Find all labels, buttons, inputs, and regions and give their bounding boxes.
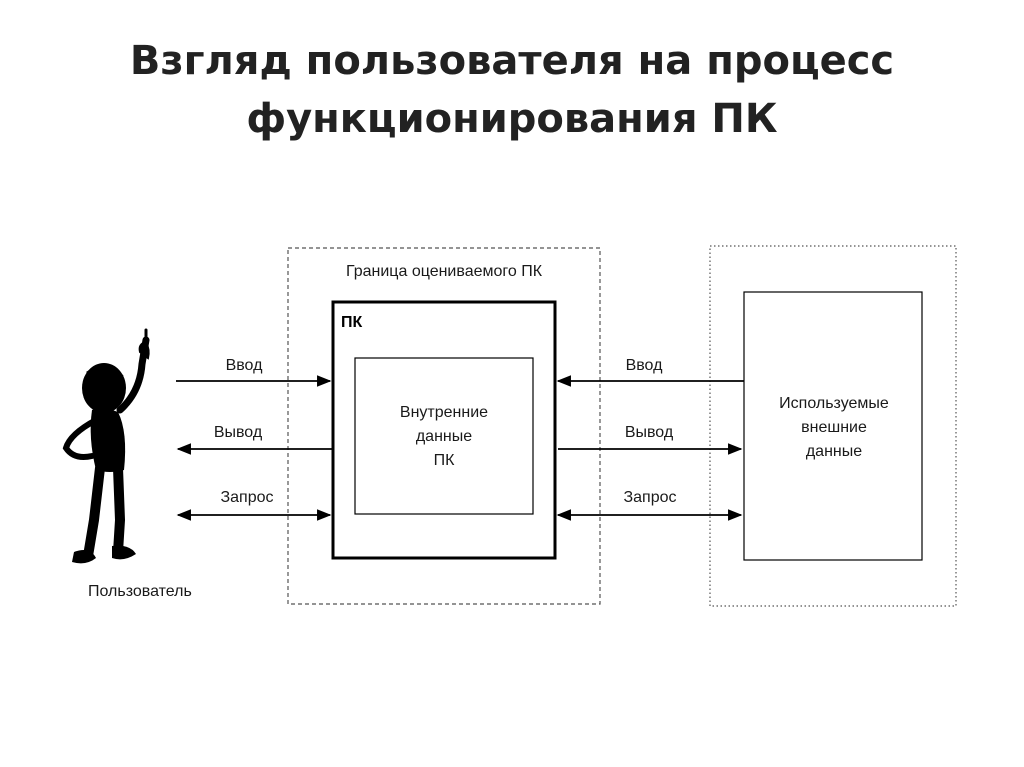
right-output-label: Вывод (625, 424, 674, 441)
boundary-label: Граница оцениваемого ПК (346, 263, 543, 280)
left-input-label: Ввод (226, 357, 264, 374)
user-label: Пользователь (88, 583, 192, 600)
slide-title-line-1: Взгляд пользователя на процесс (129, 38, 895, 84)
external-data-line-1: Используемые (779, 395, 889, 412)
external-data-line-2: внешние (801, 419, 867, 436)
left-request-label: Запрос (220, 489, 273, 506)
slide-title: Взгляд пользователя на процесс функциони… (0, 32, 1024, 148)
right-input-label: Ввод (626, 357, 664, 374)
external-data-box (743, 291, 923, 561)
pc-label: ПК (341, 314, 363, 331)
left-output-label: Вывод (214, 424, 263, 441)
internal-data-line-3: ПК (434, 452, 456, 469)
internal-data-line-1: Внутренние (400, 404, 488, 421)
external-data-line-3: данные (806, 443, 862, 460)
external-data-boundary (709, 245, 957, 607)
user-figure-icon (62, 328, 150, 564)
internal-data-box (354, 357, 534, 515)
slide-title-line-2: функционирования ПК (246, 96, 778, 142)
internal-data-line-2: данные (416, 428, 472, 445)
evaluated-pc-boundary (287, 247, 601, 605)
right-request-label: Запрос (623, 489, 676, 506)
